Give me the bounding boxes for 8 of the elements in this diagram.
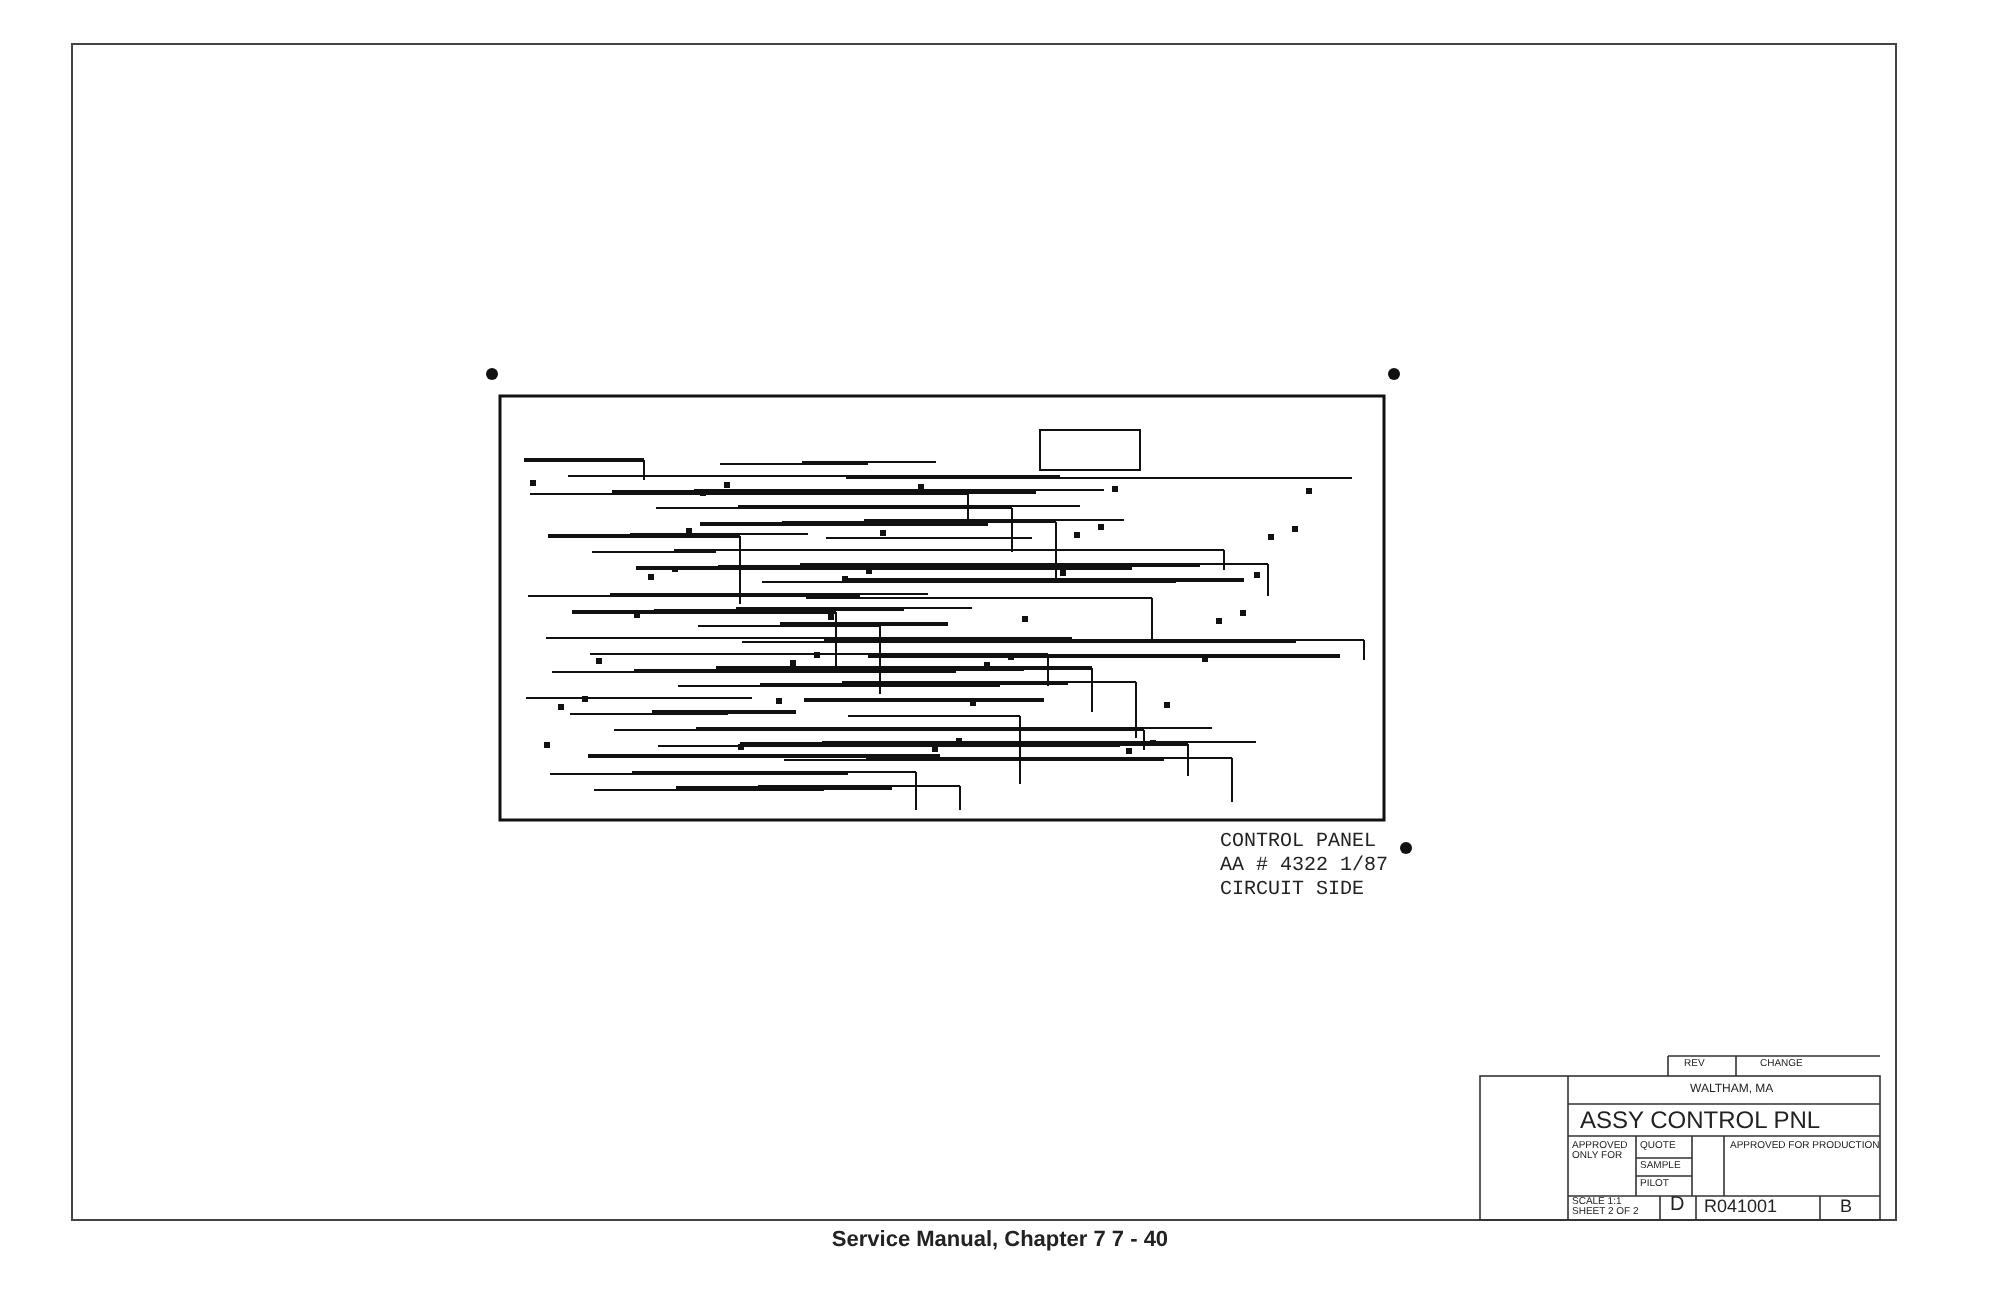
drawing-title: ASSY CONTROL PNL [1580,1108,1821,1132]
title-block-text: R041001 [1704,1198,1778,1216]
board-marking-text: AA # 4322 1/87 [1220,858,1389,878]
title-block-text: B [1840,1198,1853,1216]
board-marking-text: CONTROL PANEL [1220,834,1377,854]
page-footer: Service Manual, Chapter 7 7 - 40 [760,1228,1240,1252]
title-block-text: D [1670,1196,1685,1216]
board-marking-text: CIRCUIT SIDE [1220,882,1365,902]
